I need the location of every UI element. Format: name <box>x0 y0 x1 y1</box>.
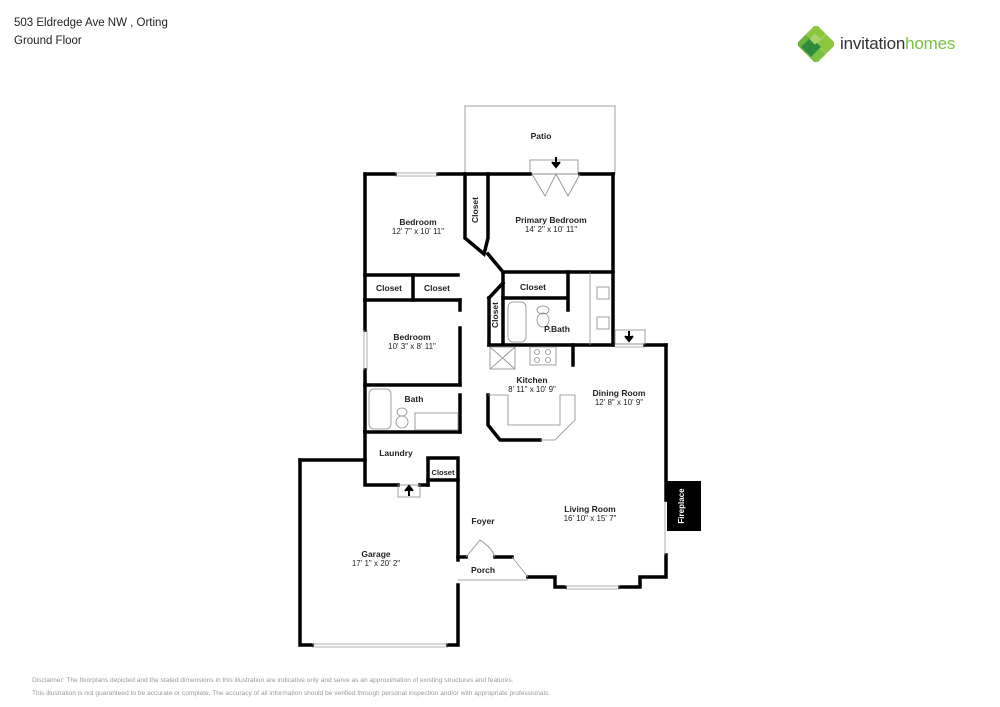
room-label-closet: Closet <box>520 282 546 292</box>
property-address: 503 Eldredge Ave NW , Orting <box>14 17 168 29</box>
room-label-closet: Closet <box>470 197 480 223</box>
exterior-walls <box>298 172 668 648</box>
room-label-bath: Bath <box>405 394 424 404</box>
floor-label: Ground Floor <box>14 35 82 47</box>
room-dims-primary-bedroom: 14' 2" x 10' 11" <box>525 225 577 234</box>
disclaimer: Disclaimer: The floorplans depicted and … <box>32 675 550 700</box>
room-label-pbath: P.Bath <box>544 324 570 334</box>
clover-house-logo-icon <box>798 26 834 62</box>
plan-header: 503 Eldredge Ave NW , Orting Ground Floo… <box>14 14 168 50</box>
room-dims-dining-room: 12' 8" x 10' 9" <box>595 398 643 407</box>
room-label-garage: Garage <box>361 549 391 559</box>
room-label-living-room: Living Room <box>564 504 616 514</box>
fixtures <box>368 173 610 431</box>
room-dims-kitchen: 8' 11" x 10' 9" <box>508 385 556 394</box>
room-label-bedroom: Bedroom <box>393 332 431 342</box>
room-label-closet: Closet <box>490 302 500 328</box>
disclaimer-line-2: This illustration is not guaranteed to b… <box>32 689 551 697</box>
room-dims-garage: 17' 1" x 20' 2" <box>352 559 400 568</box>
patio <box>464 105 616 175</box>
room-dims-bedroom: 12' 7" x 10' 11" <box>392 227 444 236</box>
brand-logo: invitationhomes <box>798 26 955 62</box>
room-label-closet: Closet <box>376 283 402 293</box>
room-label-porch: Porch <box>471 565 495 575</box>
room-label-bedroom: Bedroom <box>399 217 437 227</box>
room-label-fireplace: Fireplace <box>677 488 686 524</box>
room-label-kitchen: Kitchen <box>516 375 547 385</box>
room-label-patio: Patio <box>531 131 552 141</box>
room-label-primary-bedroom: Primary Bedroom <box>515 215 587 225</box>
room-dims-living-room: 16' 10" x 15' 7" <box>564 514 617 523</box>
entry-arrows <box>397 329 646 558</box>
room-label-laundry: Laundry <box>379 448 413 458</box>
room-dims-bedroom: 10' 3" x 8' 11" <box>388 342 436 351</box>
fireplace: Fireplace <box>667 481 701 531</box>
brand-wordmark: invitationhomes <box>840 34 956 53</box>
room-label-closet: Closet <box>424 283 450 293</box>
room-label-closet: Closet <box>432 468 455 477</box>
room-label-foyer: Foyer <box>471 516 495 526</box>
room-label-dining-room: Dining Room <box>593 388 646 398</box>
disclaimer-line-1: Disclaimer: The floorplans depicted and … <box>32 677 514 684</box>
